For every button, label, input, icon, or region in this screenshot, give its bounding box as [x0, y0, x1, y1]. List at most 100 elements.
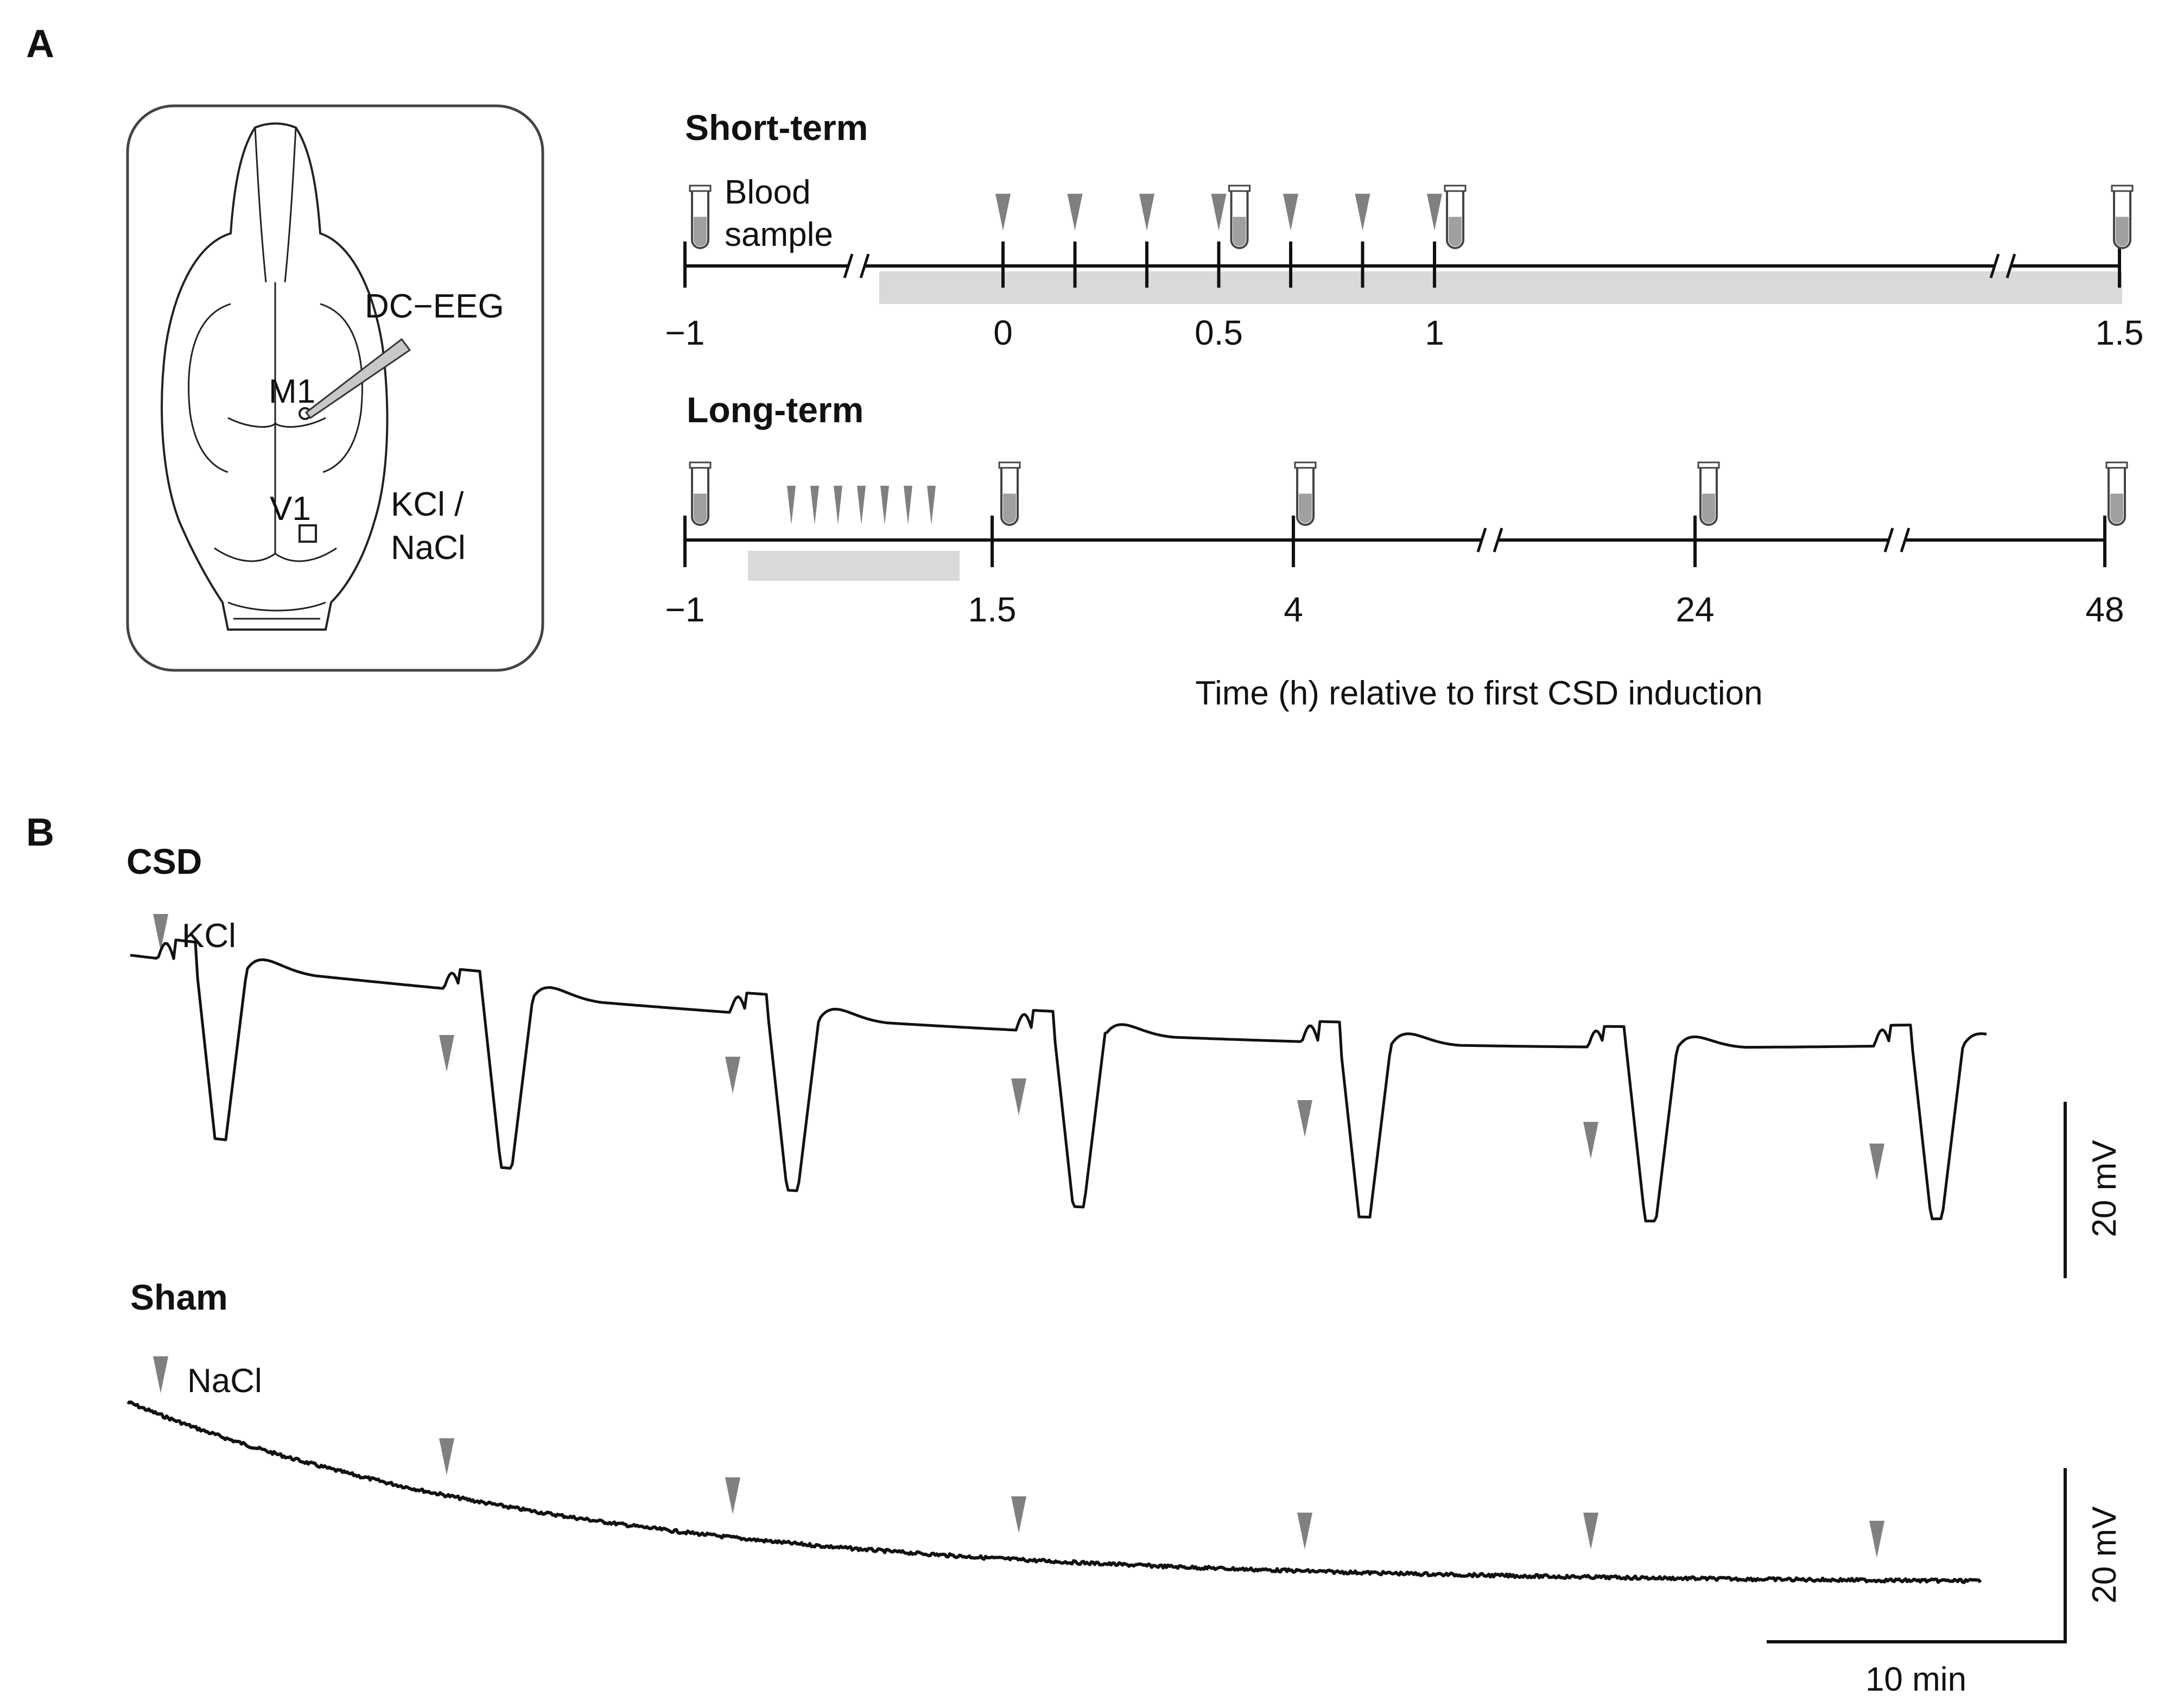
stimulus-arrow: [153, 1356, 168, 1393]
kcl-label-line1: KCl /: [391, 486, 464, 523]
time-scalebar-label: 10 min: [1865, 1661, 1966, 1698]
blood-sample-tube-icon: [998, 461, 1021, 526]
tube-fill: [2116, 217, 2129, 246]
break-gap: [849, 262, 864, 270]
tube-fill: [694, 493, 707, 523]
short-term-axis-break: [843, 253, 870, 278]
short-term-tick-label: 1: [1425, 313, 1444, 352]
long-term-tick-label: 24: [1675, 590, 1714, 629]
long-term-axis-break: [1883, 528, 1911, 553]
stimulus-arrow: [1355, 194, 1370, 231]
blood-sample-tube-icon: [1697, 461, 1720, 526]
csd-trace: [130, 938, 1987, 1223]
tube-fill: [1299, 493, 1312, 523]
blood-sample-tube-icon: [1294, 461, 1317, 526]
tube-cap: [1444, 185, 1467, 192]
sham-trace-title: Sham: [130, 1277, 228, 1317]
recording-bar-long: [748, 551, 960, 581]
short-term-tick-label: 1.5: [2096, 313, 2144, 352]
sham-voltage-scalebar-label: 20 mV: [2086, 1506, 2123, 1604]
electrode-icon: [304, 338, 411, 420]
tube-cap: [998, 461, 1021, 469]
tube-fill: [694, 217, 707, 246]
sham-stimulus-arrows: [153, 1356, 1884, 1558]
stimulus-arrow: [1067, 194, 1083, 231]
tube-fill: [1449, 217, 1462, 246]
tube-cap: [2111, 185, 2134, 192]
stimulus-arrow: [1297, 1100, 1312, 1137]
sham-trace: [126, 1400, 1982, 1584]
break-slash: [1989, 253, 2000, 278]
long-term-tick-label: −1: [665, 590, 705, 629]
panel-b-letter: B: [26, 811, 54, 854]
tube-fill: [2110, 493, 2123, 523]
coronal-suture: [227, 417, 326, 428]
break-slash: [2005, 253, 2016, 278]
stimulus-arrow: [1869, 1521, 1884, 1558]
v1-site: [299, 524, 317, 543]
csd-voltage-scalebar-label: 20 mV: [2086, 1140, 2123, 1237]
stimulus-arrow: [1583, 1122, 1598, 1159]
break-slash: [859, 253, 870, 278]
long-term-axis-break: [1476, 528, 1503, 553]
short-term-title: Short-term: [685, 107, 868, 148]
time-axis-label: Time (h) relative to first CSD induction: [1195, 675, 1762, 712]
zygomatic-left: [188, 303, 231, 473]
lambdoid-suture: [214, 547, 337, 562]
recording-bar-short: [879, 271, 2122, 304]
stimulus-arrow: [1139, 194, 1154, 231]
short-term-tick-label: −1: [665, 313, 705, 352]
stimulus-arrow: [1211, 194, 1227, 231]
m1-label: M1: [269, 373, 315, 410]
stimulus-arrow: [1427, 194, 1442, 231]
long-term-tick-label: 4: [1284, 590, 1303, 629]
break-slash: [1883, 528, 1894, 553]
csd-first-stim-label: KCl: [182, 917, 236, 955]
break-slash: [1476, 528, 1487, 553]
stimulus-arrow: [439, 1035, 454, 1072]
stimulus-arrow: [904, 486, 912, 525]
short-term-axis: −1 0 0.5 1 1.5: [665, 185, 2144, 352]
stimulus-arrow: [1297, 1513, 1312, 1550]
csd-stimulus-arrows: [153, 914, 1884, 1180]
tube-fill: [1702, 493, 1715, 523]
tube-cap: [689, 185, 712, 192]
short-term-tick-label: 0: [993, 313, 1013, 352]
blood-sample-tube-icon: [1444, 185, 1467, 249]
blood-sample-tube-icon: [2105, 461, 2128, 526]
long-term-title: Long-term: [687, 390, 864, 430]
tube-cap: [689, 461, 712, 469]
blood-sample-tube-icon: [689, 461, 712, 526]
sham-first-stim-label: NaCl: [187, 1362, 262, 1400]
panel-a-letter: A: [26, 22, 54, 66]
break-gap: [1482, 536, 1497, 544]
stimulus-arrow: [439, 1438, 454, 1475]
break-slash: [1900, 528, 1911, 553]
stimulus-arrow: [1869, 1144, 1884, 1180]
occipital: [227, 601, 326, 620]
stimulus-arrow: [153, 914, 168, 951]
tube-cap: [1697, 461, 1720, 469]
stimulus-arrow: [1011, 1496, 1026, 1533]
zygomatic-right: [320, 303, 363, 473]
blood-sample-tube-icon: [1228, 185, 1251, 249]
stimulus-arrow: [880, 486, 889, 525]
v1-label: V1: [270, 490, 311, 528]
long-term-tick-label: 48: [2085, 590, 2124, 629]
csd-trace-title: CSD: [126, 841, 202, 881]
stimulus-arrow: [725, 1477, 740, 1514]
short-term-axis-break: [1989, 253, 2016, 278]
tube-cap: [1294, 461, 1317, 469]
blood-label-line2: sample: [725, 216, 833, 253]
kcl-label-line2: NaCl: [391, 529, 466, 567]
short-term-tick-label: 0.5: [1195, 313, 1243, 352]
tube-cap: [1228, 185, 1251, 192]
stimulus-arrow: [1011, 1078, 1026, 1115]
long-term-tick-label: 1.5: [968, 590, 1017, 629]
stimulus-arrow: [995, 194, 1011, 231]
blood-sample-tube-icon: [689, 185, 712, 249]
stimulus-arrow: [857, 486, 866, 525]
blood-label-line1: Blood: [725, 174, 811, 211]
blood-sample-tube-icon: [2111, 185, 2134, 249]
stimulus-arrow: [927, 486, 936, 525]
